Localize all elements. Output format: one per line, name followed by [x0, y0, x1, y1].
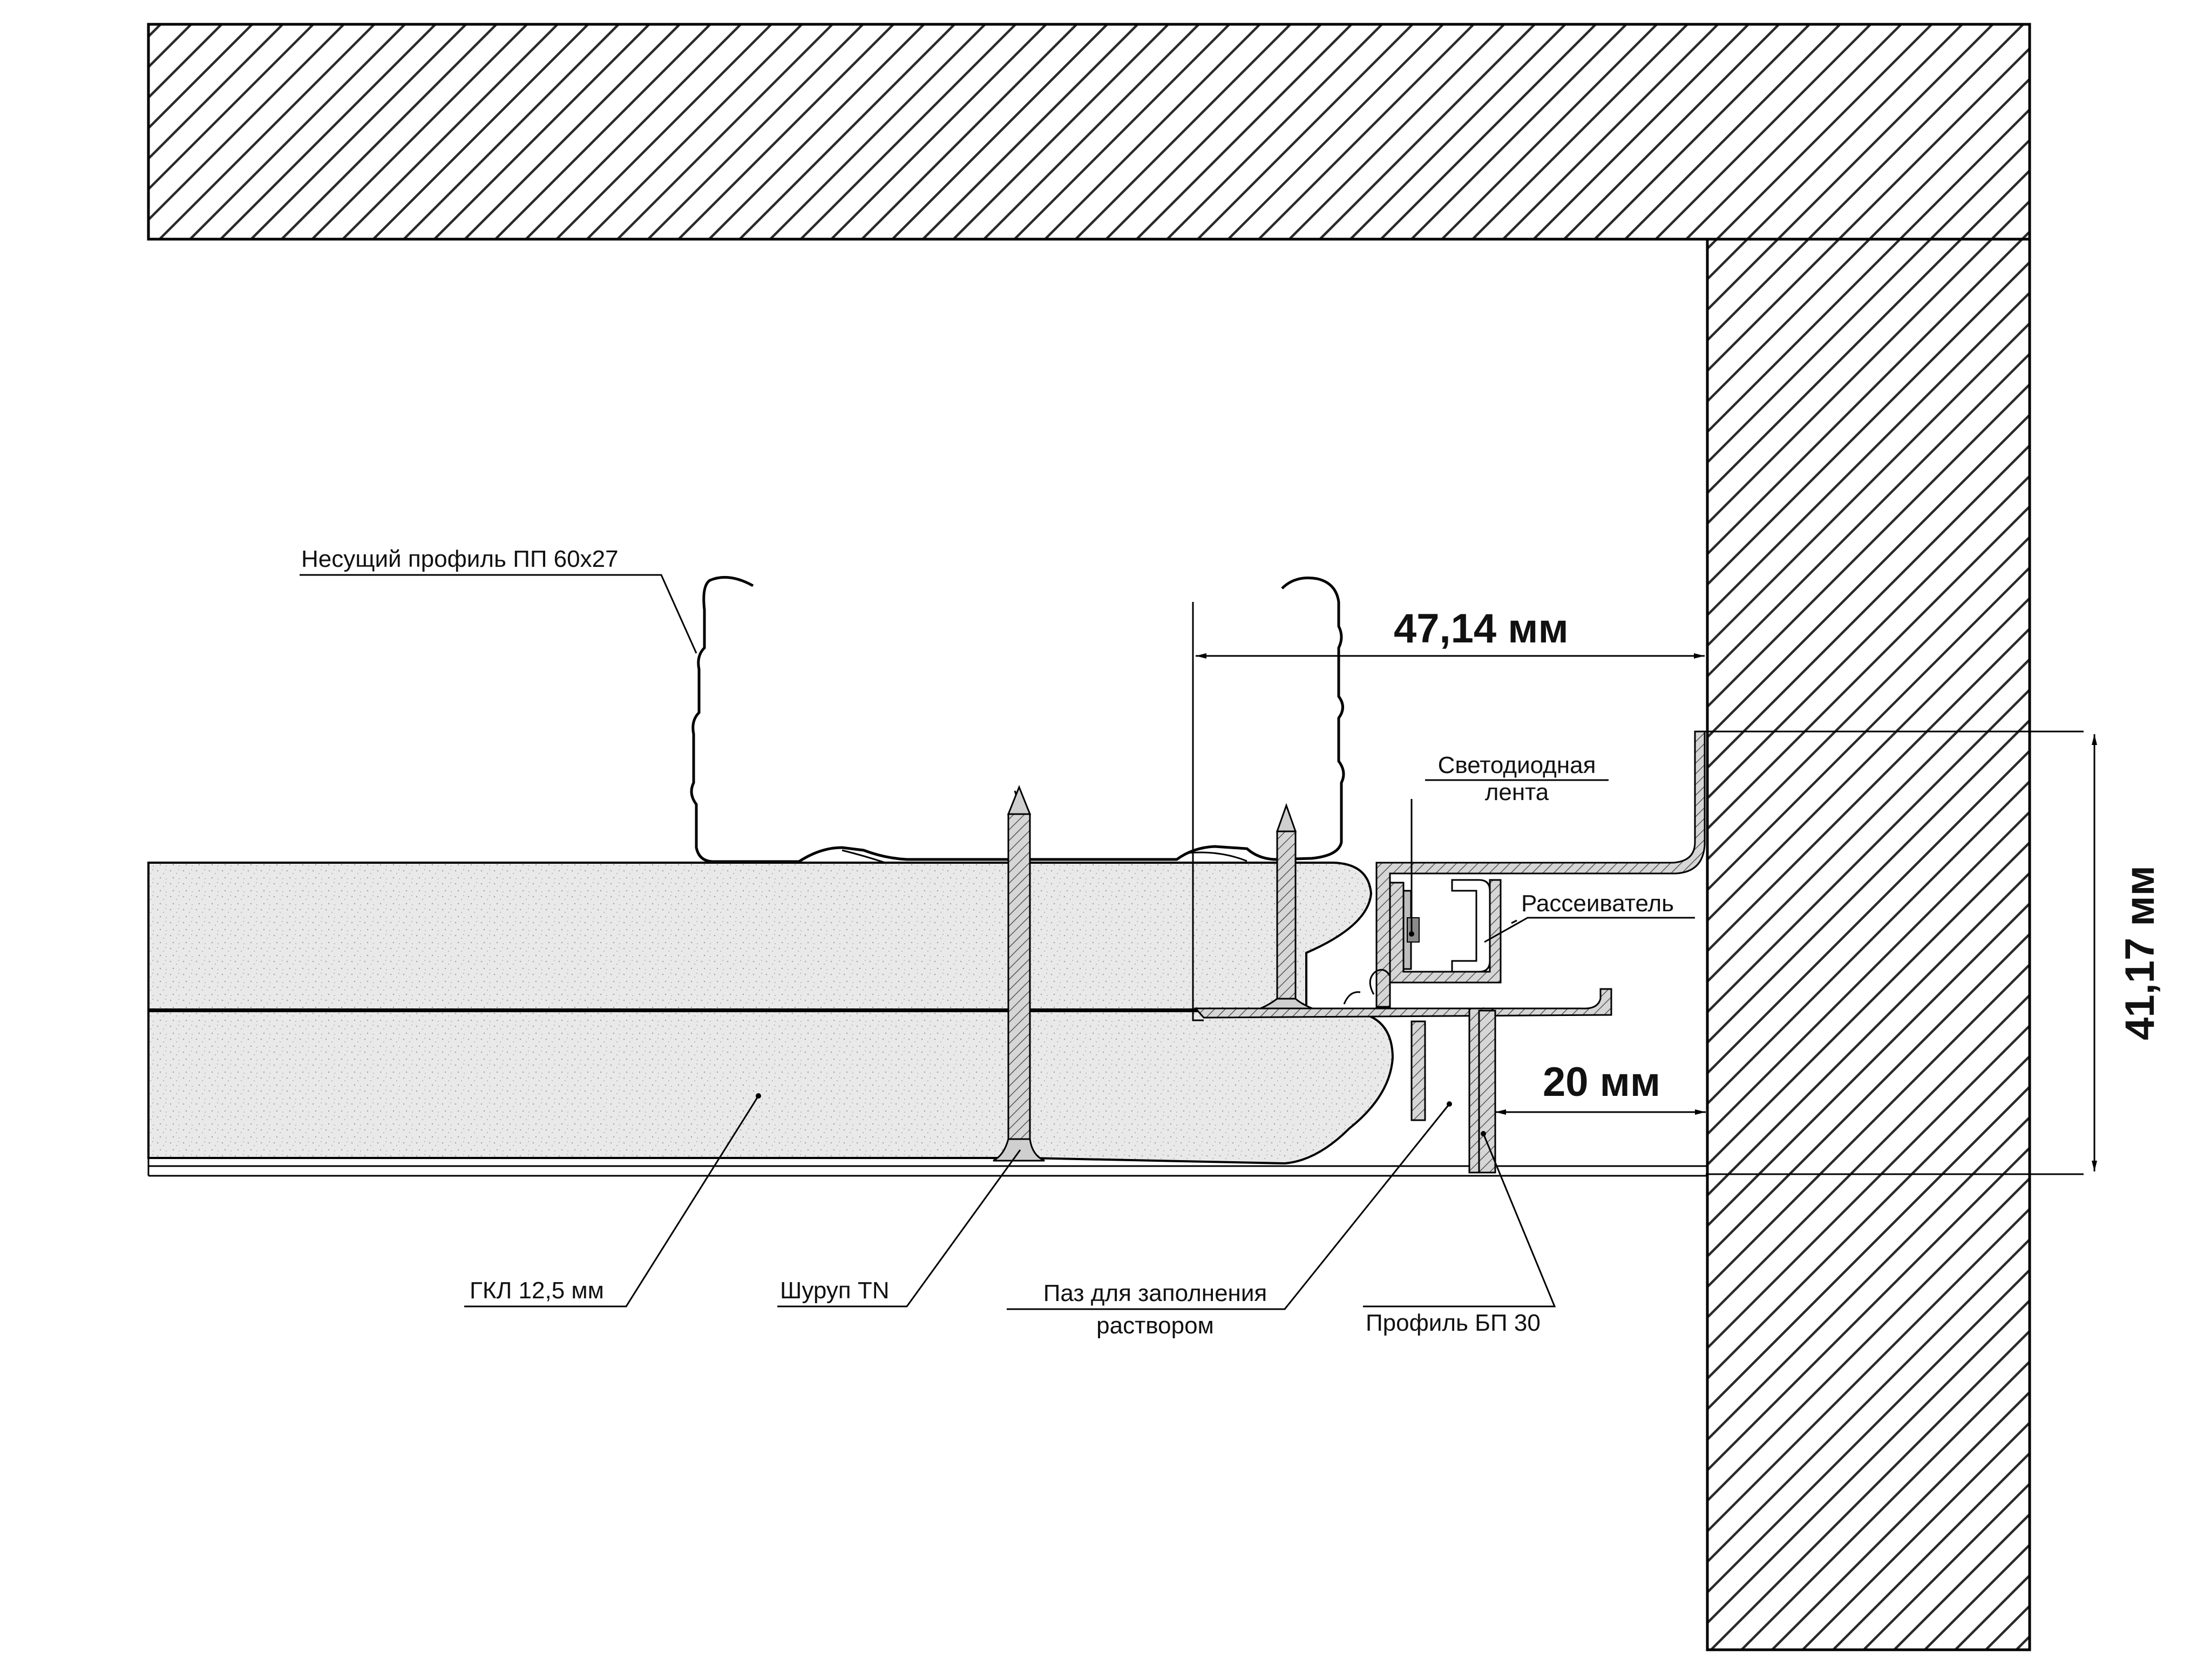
label-diffuser: Рассеиватель — [1521, 890, 1674, 917]
led-holder — [1389, 879, 1502, 984]
dimension-20: 20 мм — [1543, 1059, 1660, 1105]
label-gkl: ГКЛ 12,5 мм — [470, 1277, 604, 1304]
dimension-47-14: 47,14 мм — [1394, 606, 1569, 652]
led-assembly — [1389, 879, 1502, 984]
diffuser-body — [1451, 879, 1491, 973]
leader-lines — [300, 574, 1695, 1310]
bp30-base — [1193, 988, 1612, 1019]
bp30-rib-left — [1410, 1020, 1426, 1121]
gkl-board-lower — [147, 1010, 1394, 1165]
bp30-profile — [1192, 730, 1706, 1174]
screw-left — [993, 784, 1045, 1162]
gkl-board-upper — [147, 862, 1373, 1011]
bp30-front-face — [1478, 1010, 1496, 1174]
label-profile-bp: Профиль БП 30 — [1366, 1310, 1541, 1336]
dimension-41-17: 41,17 мм — [2117, 865, 2163, 1040]
dimension-lines — [1192, 602, 2097, 1175]
label-led-strip-1: Светодиодная — [1438, 752, 1596, 778]
concrete-structure — [147, 23, 2031, 1651]
bp30-top-flange — [1375, 730, 1706, 1008]
label-bearing-profile: Несущий профиль ПП 60х27 — [301, 546, 619, 572]
ceiling-slab — [147, 23, 2031, 241]
label-groove-1: Паз для заполнения — [1043, 1280, 1267, 1306]
label-groove-2: раствором — [1096, 1312, 1214, 1339]
bearing-profile — [690, 575, 1345, 864]
label-led-strip-2: лента — [1485, 779, 1549, 805]
label-screw: Шуруп TN — [780, 1277, 890, 1304]
wall — [1706, 238, 2031, 1651]
gypsum-boards — [147, 862, 1707, 1177]
